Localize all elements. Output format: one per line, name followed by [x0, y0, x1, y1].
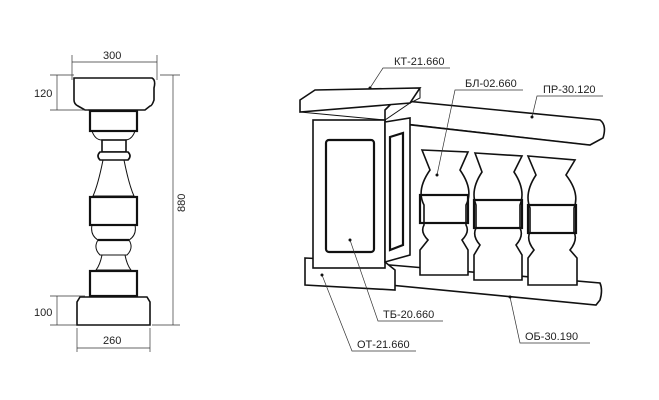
dim-total-height: 880	[176, 194, 188, 212]
base-hatched	[76, 296, 151, 326]
dim-cap-height: 120	[34, 88, 52, 100]
label-tb: ТБ-20.660	[383, 309, 434, 321]
label-kt: КТ-21.660	[394, 56, 444, 68]
baluster-row	[418, 149, 578, 286]
baluster-section-view	[73, 77, 156, 326]
label-bl: БЛ-02.660	[465, 78, 517, 90]
label-ob: ОБ-30.190	[525, 331, 578, 343]
label-ot: ОТ-21.660	[357, 339, 410, 351]
dim-base-height: 100	[34, 307, 52, 319]
label-pr: ПР-30.120	[543, 84, 596, 96]
dimension-lines	[50, 55, 180, 352]
dim-base-width: 260	[103, 335, 121, 347]
dim-top-width: 300	[103, 50, 121, 62]
cap-hatched	[73, 77, 156, 111]
balustrade-perspective	[299, 87, 606, 306]
leader-lines	[320, 67, 603, 352]
